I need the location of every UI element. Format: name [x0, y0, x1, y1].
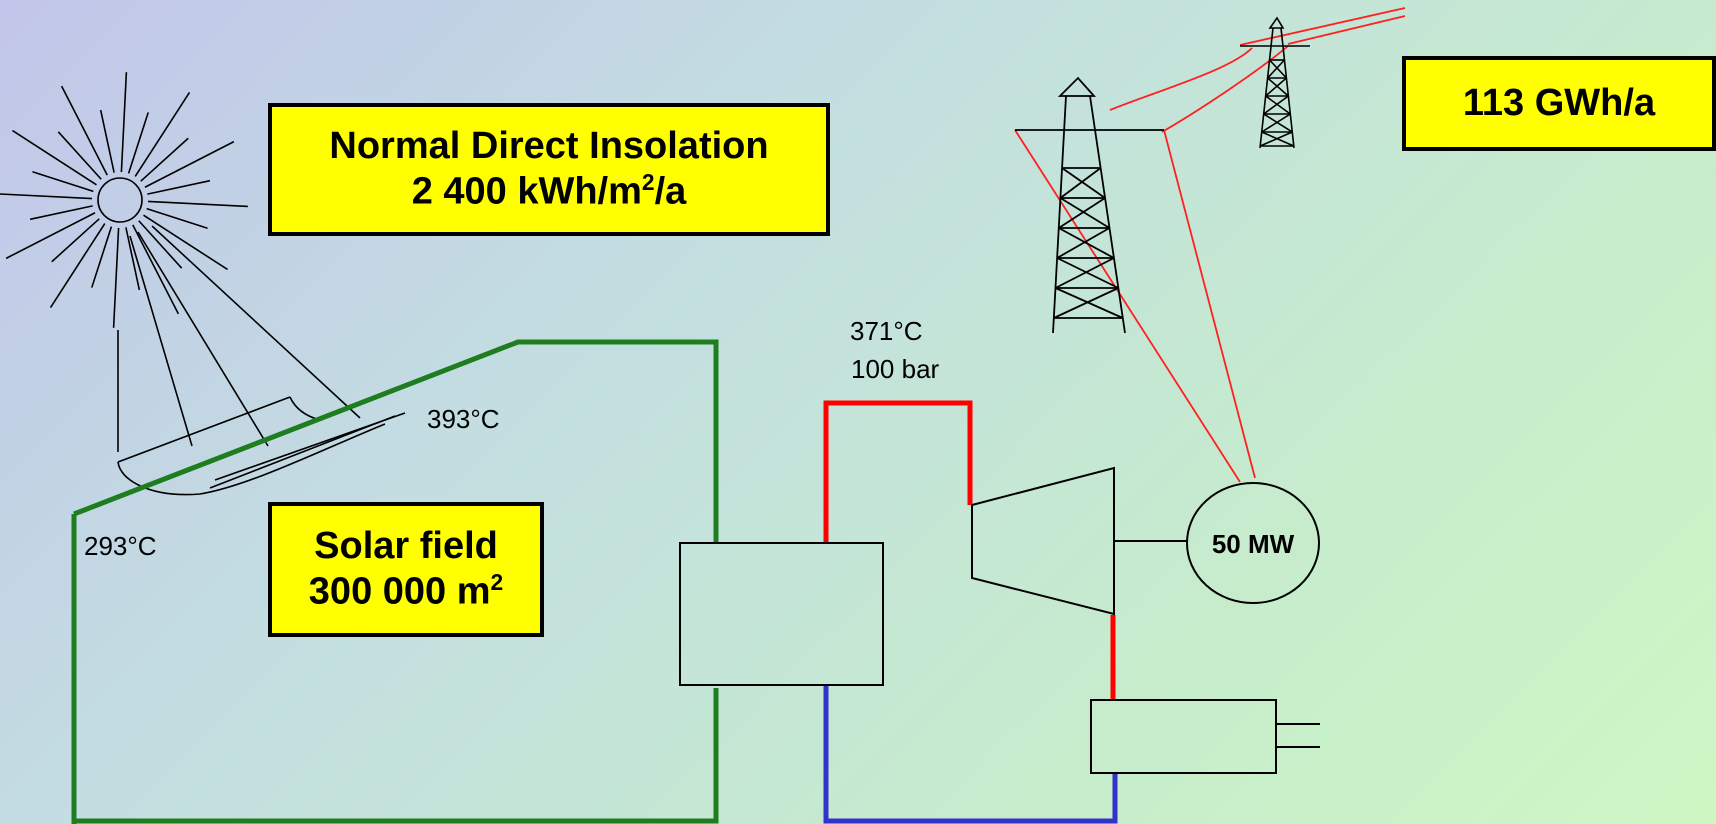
generator-label: 50 MW: [1211, 529, 1295, 559]
solar-field-line2: 300 000 m2: [308, 569, 504, 613]
steam-line: [823, 400, 1116, 700]
solar-field-box: Solar field 300 000 m2: [268, 502, 544, 637]
htf-loop: [71, 339, 719, 824]
turbine-icon: [971, 466, 1115, 616]
annual-output-box: 113 GWh/a: [1402, 56, 1716, 151]
pylon-small-icon: [1240, 16, 1310, 149]
insolation-line1: Normal Direct Insolation: [329, 124, 769, 167]
solar-field-line1: Solar field: [314, 524, 498, 567]
steam-temp: 371°C: [850, 316, 923, 346]
annual-output-label: 113 GWh/a: [1462, 81, 1656, 124]
sun-icon: [0, 72, 248, 328]
sun-rays-to-collector: [117, 225, 361, 452]
condenser-icon: [1090, 699, 1320, 774]
insolation-box: Normal Direct Insolation 2 400 kWh/m2/a: [268, 103, 830, 236]
insolation-line2: 2 400 kWh/m2/a: [411, 169, 687, 213]
steam-pressure: 100 bar: [851, 354, 940, 384]
pylon-icon: [1015, 76, 1164, 334]
parabolic-trough-icon: [117, 396, 406, 496]
generator-icon: [1186, 482, 1320, 604]
field-outlet-temp: 393°C: [427, 404, 500, 434]
heat-exchanger: [679, 542, 884, 686]
power-lines: [1014, 7, 1406, 483]
field-inlet-temp: 293°C: [84, 531, 157, 561]
condensate-line: [823, 685, 1118, 824]
